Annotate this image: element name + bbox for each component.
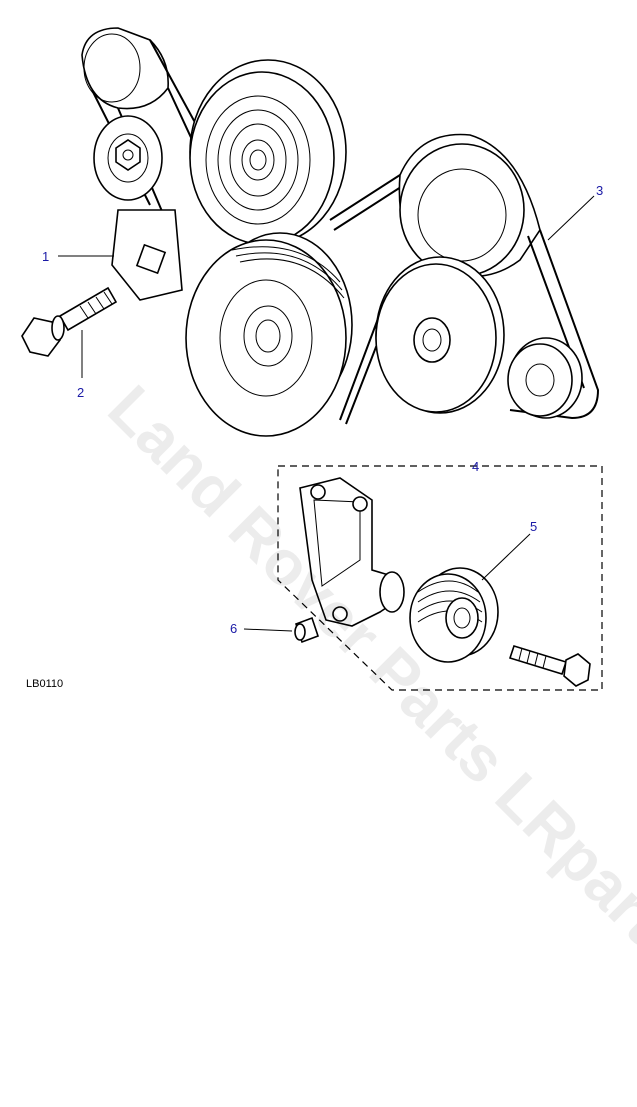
tensioner-assembly — [93, 115, 183, 301]
callout-5: 5 — [530, 519, 538, 534]
callout-4: 4 — [472, 459, 480, 474]
upper-idler-pulley — [81, 27, 169, 110]
idler-pulley — [409, 567, 499, 663]
leader-6 — [243, 628, 293, 632]
leader-3 — [547, 195, 595, 241]
spacer-sleeve — [294, 616, 320, 644]
pulley-bolt — [508, 645, 591, 687]
idler-bracket — [299, 477, 405, 627]
callout-6: 6 — [230, 621, 238, 636]
upper-large-pulley — [189, 59, 347, 245]
callout-3: 3 — [596, 183, 604, 198]
callout-1: 1 — [42, 249, 50, 264]
upper-right-pulley — [398, 133, 541, 278]
tensioner-bolt — [21, 286, 118, 357]
lower-middle-pulley — [375, 256, 505, 414]
callout-2: 2 — [77, 385, 85, 400]
crank-pulley — [185, 232, 353, 437]
kit-outline — [277, 465, 603, 691]
belt-drive-diagram — [21, 27, 603, 691]
belt-right-run — [329, 174, 405, 425]
diagram-code: LB0110 — [26, 678, 64, 690]
leader-5 — [481, 533, 531, 581]
small-lower-pulley — [507, 337, 583, 419]
